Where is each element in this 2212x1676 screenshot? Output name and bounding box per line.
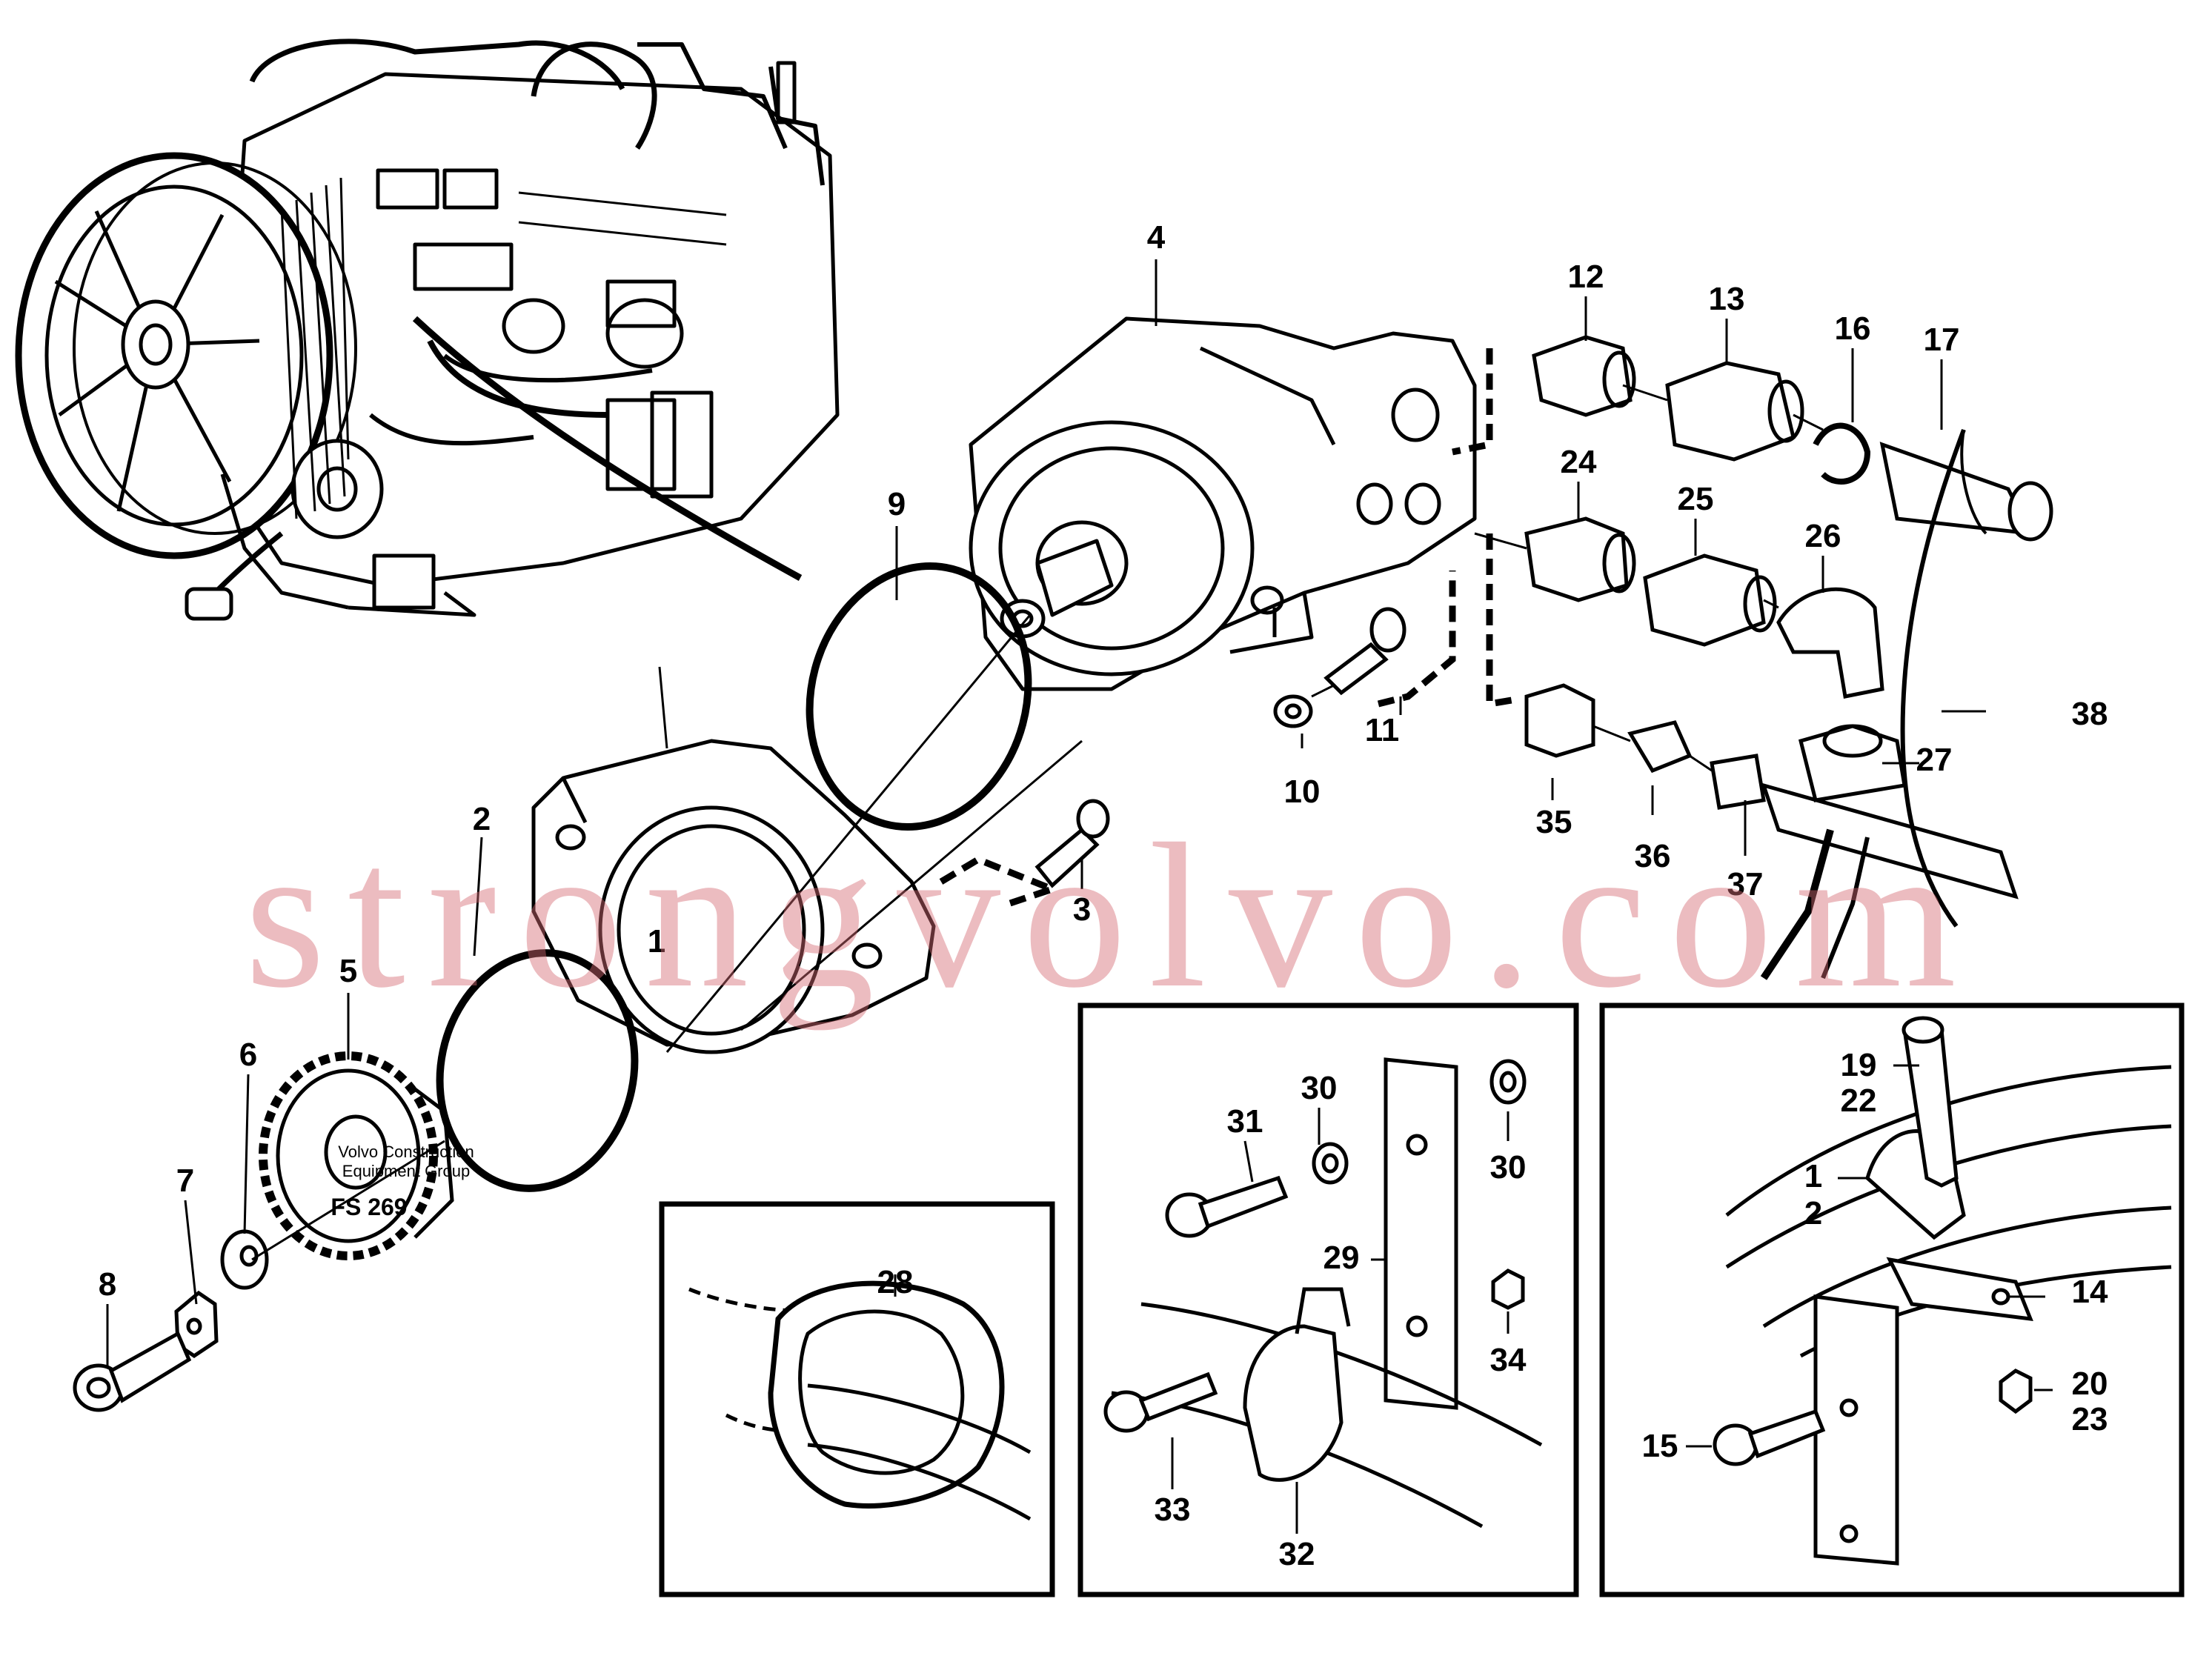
callout-label-26: 30	[1490, 1149, 1527, 1185]
callout-label-37: 20	[2072, 1366, 2108, 1402]
callout-label-14: 17	[1924, 322, 1960, 358]
callout-label-18: 27	[1916, 742, 1953, 778]
fittings-row-2	[1524, 516, 1884, 699]
hydraulic-pump	[969, 316, 1477, 691]
credit-line-2: Equipment Group	[342, 1162, 470, 1180]
callout-label-9: 10	[1284, 774, 1321, 810]
callout-label-7: 8	[99, 1266, 116, 1303]
drive-gear	[259, 1051, 454, 1260]
callout-label-25: 30	[1301, 1070, 1338, 1106]
callout-label-3: 4	[1147, 219, 1166, 256]
callout-label-1: 2	[473, 801, 491, 837]
fittings-row-3	[1524, 683, 2019, 980]
callout-label-8: 9	[888, 486, 906, 522]
callout-leaders	[106, 259, 2053, 1534]
figure-code: FS 269	[331, 1194, 407, 1220]
callout-label-17: 26	[1805, 518, 1841, 554]
callout-label-4: 5	[339, 953, 357, 989]
alignment-lines	[251, 384, 1824, 1261]
inset-bracket-drawing	[1103, 1057, 1543, 1529]
pump-bolts	[1034, 607, 1406, 888]
callout-label-13: 16	[1835, 310, 1871, 347]
callout-label-19: 35	[1536, 804, 1572, 840]
callout-label-27: 31	[1227, 1103, 1263, 1140]
flange-housing	[531, 739, 936, 1054]
callout-label-35: 14	[2072, 1274, 2108, 1310]
hose-clip-strap	[1900, 428, 1966, 928]
callout-label-12: 13	[1709, 281, 1745, 317]
callout-label-20: 36	[1635, 838, 1671, 874]
callout-label-22: 38	[2072, 696, 2108, 732]
callout-label-16: 25	[1678, 481, 1714, 517]
callout-label-30: 34	[1490, 1342, 1527, 1378]
callout-label-6: 7	[176, 1163, 194, 1199]
callout-label-15: 24	[1561, 444, 1597, 480]
callout-label-23: 28	[877, 1264, 914, 1300]
callout-label-36: 15	[1642, 1428, 1678, 1464]
callout-label-33: 1	[1804, 1158, 1822, 1194]
callout-label-32: 22	[1841, 1083, 1877, 1119]
engine-illustration	[15, 39, 840, 621]
inset-clamp-drawing	[688, 1280, 1032, 1521]
assembly-brackets	[939, 348, 1512, 908]
credit-line-1: Volvo Construction	[338, 1143, 474, 1161]
callout-label-38: 23	[2072, 1401, 2108, 1437]
callout-label-29: 33	[1155, 1492, 1191, 1528]
hose-line	[412, 316, 803, 581]
watermark-text: strongvolvo.com	[245, 800, 1979, 1031]
gear-fasteners	[73, 1229, 269, 1412]
callout-label-34: 2	[1804, 1195, 1822, 1231]
callout-label-21: 37	[1727, 866, 1764, 902]
callout-label-11: 12	[1568, 259, 1604, 295]
credit-block: Volvo Construction Equipment Group FS 26…	[331, 1143, 474, 1220]
callout-label-28: 32	[1279, 1536, 1315, 1572]
callout-label-24: 29	[1323, 1240, 1360, 1276]
callout-label-0: 1	[648, 923, 665, 960]
callout-label-31: 19	[1841, 1047, 1877, 1083]
callout-label-2: 3	[1073, 891, 1091, 928]
inset-clip-drawing	[1713, 1016, 2172, 1566]
o-rings	[436, 562, 1032, 1192]
callout-label-5: 6	[239, 1037, 257, 1073]
callout-label-10: 11	[1365, 712, 1400, 748]
